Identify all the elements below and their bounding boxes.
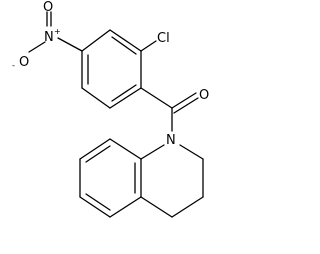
nitro-group: N + O O -: [12, 0, 83, 70]
bond-ring-top-right: [109, 29, 142, 52]
bond-carbonyl-oxygen-b: [173, 97, 199, 114]
bond-ring-bottom-right: [109, 87, 142, 109]
tetrahydroquinoline-ring: N: [79, 133, 204, 218]
bond-carbonyl-oxygen-a: [171, 92, 197, 109]
ring-nitrogen-label: N: [166, 133, 176, 148]
bond-ring-bottom-left: [81, 87, 111, 109]
bond-benzo-bottom-left: [79, 196, 111, 218]
bond-ring-top-right-inner: [111, 36, 137, 55]
bond-ring-top-left: [81, 29, 111, 52]
bond-n-junction: [140, 144, 165, 160]
nitro-oxygen-label: O: [43, 0, 53, 15]
bond-benzo-top: [109, 138, 142, 160]
bond-benzo-bottom-right: [109, 196, 142, 218]
oxide-negative-charge: -: [12, 61, 15, 70]
nitro-positive-charge: +: [54, 27, 61, 36]
nitro-nitrogen-label: N: [44, 30, 54, 45]
bond-nitro-oxide: [28, 41, 46, 53]
nitrochlorophenyl-ring: [81, 29, 142, 109]
oxide-oxygen-label: O: [19, 55, 29, 70]
bond-ch2-junction: [140, 196, 173, 218]
bond-ring-nitro: [57, 37, 83, 52]
bond-benzo-bottom-left-inner: [85, 193, 111, 211]
bond-n-ch2: [179, 144, 204, 160]
bond-benzo-top-left: [79, 138, 111, 160]
bond-ch2-ch2-b: [171, 196, 204, 218]
carbonyl-oxygen-label: O: [199, 88, 209, 103]
chloro-substituent: Cl: [140, 31, 170, 52]
bond-ring-chlorine: [140, 40, 157, 52]
bond-ring-bottom-right-inner: [111, 84, 137, 102]
carbonyl-group: O: [140, 87, 209, 132]
bond-ring-carbonyl: [140, 87, 173, 109]
chemical-structure-diagram: N + O O - Cl O N: [12, 0, 209, 218]
chlorine-label: Cl: [157, 31, 170, 46]
bond-benzo-top-left-inner: [85, 145, 111, 163]
